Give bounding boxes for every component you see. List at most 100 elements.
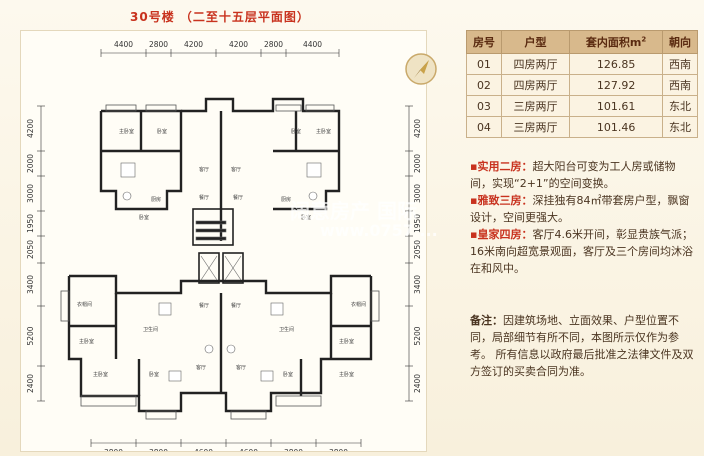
dimension-label: 5200 (413, 326, 422, 345)
cell-type: 三房两厅 (500, 116, 571, 138)
table-header-row: 房号 户型 套内面积m2 朝向 (466, 30, 698, 54)
floor-plan-drawing: 4400 2800 4200 4200 2800 4400 3800 3800 4600 4600… (26, 40, 422, 451)
room-label: 主卧室 (339, 371, 354, 378)
dimension-label: 4200 (413, 119, 422, 138)
area-unit-sup: 2 (641, 35, 647, 44)
dimension-label: 3000 (413, 184, 422, 203)
feature-item: ▪皇家四房：客厅4.6米开间，彰显贵族气派；16米南向超宽景观面，客厅及三个房间… (470, 226, 696, 277)
dimension-label: 3800 (149, 448, 168, 451)
dimension-label: 3800 (284, 448, 303, 451)
fixtures (120, 162, 322, 382)
room-label: 卧室 (301, 214, 311, 221)
dimension-label: 1950 (413, 214, 422, 233)
room-label: 餐厅 (199, 302, 209, 309)
feature-label: ▪皇家四房： (470, 228, 533, 241)
cell-direction: 东北 (662, 116, 698, 138)
feature-list: ▪实用二房：超大阳台可变为工人房或储物间，实现“2+1”的空间变换。 ▪雅致三房… (470, 158, 696, 277)
cell-direction: 西南 (662, 53, 698, 75)
room-label: 客厅 (199, 166, 209, 173)
cell-type: 三房两厅 (500, 95, 571, 117)
room-label: 主卧室 (316, 128, 331, 135)
col-header-direction: 朝向 (662, 30, 698, 54)
page-title: 30号楼 （二至十五层平面图） (130, 10, 310, 24)
room-label: 卧室 (139, 214, 149, 221)
room-label: 厨房 (281, 196, 291, 203)
room-label: 主卧室 (119, 128, 134, 135)
cell-type: 四房两厅 (500, 74, 571, 96)
room-label: 主卧室 (93, 371, 108, 378)
feature-label: ▪实用二房： (470, 160, 533, 173)
feature-label: ▪雅致三房： (470, 194, 533, 207)
room-label: 衣帽间 (351, 301, 366, 308)
col-header-type: 户型 (500, 30, 571, 54)
room-label: 主卧室 (79, 338, 94, 345)
unit-table: 房号 户型 套内面积m2 朝向 01 四房两厅 126.85 西南 02 四房两… (466, 30, 698, 138)
wall-outline (67, 97, 373, 413)
cell-direction: 西南 (662, 74, 698, 96)
dimension-label: 3800 (329, 448, 348, 451)
col-header-no: 房号 (466, 30, 502, 54)
dimension-label: 3400 (26, 275, 35, 294)
dimension-label: 2400 (26, 374, 35, 393)
dimension-label: 4600 (194, 448, 213, 451)
dimension-label: 4200 (184, 40, 203, 49)
room-label: 卧室 (149, 371, 159, 378)
north-arrow-icon (405, 53, 437, 85)
dimension-label: 3400 (413, 275, 422, 294)
room-label: 主卧室 (339, 338, 354, 345)
cell-type: 四房两厅 (500, 53, 571, 75)
dimension-label: 2000 (413, 154, 422, 173)
dimension-label: 4200 (26, 119, 35, 138)
feature-text: 深挂独有84㎡带套房户型，飘窗设计，空间更强大。 (470, 194, 690, 224)
disclaimer-note: 备注：因建筑场地、立面效果、户型位置不同，局部细节有所不同，本图所示仅作为参考。… (470, 312, 696, 380)
window-lines (60, 104, 380, 420)
room-label: 衣帽间 (77, 301, 92, 308)
cell-no: 04 (466, 116, 502, 138)
cell-area: 127.92 (569, 74, 664, 96)
dimension-label: 5200 (26, 326, 35, 345)
table-row: 03 三房两厅 101.61 东北 (466, 95, 698, 117)
dimension-label: 2400 (413, 374, 422, 393)
note-label: 备注： (470, 314, 503, 327)
table-row: 04 三房两厅 101.46 东北 (466, 116, 698, 138)
col-header-area-label: 套内面积m (585, 36, 642, 49)
feature-text: 超大阳台可变为工人房或储物间，实现“2+1”的空间变换。 (470, 160, 676, 190)
cell-area: 101.46 (569, 116, 664, 138)
dimension-label: 1950 (26, 214, 35, 233)
dimension-label: 2050 (413, 240, 422, 259)
cell-no: 01 (466, 53, 502, 75)
room-labels: 主卧室 卧室 卧室 主卧室 客厅 客厅 餐厅 餐厅 卧室 卧室 厨房 厨房 衣帽… (77, 128, 366, 378)
table-row: 02 四房两厅 127.92 西南 (466, 74, 698, 96)
cell-area: 126.85 (569, 53, 664, 75)
dimension-label: 4400 (303, 40, 322, 49)
dimension-label: 2800 (149, 40, 168, 49)
table-row: 01 四房两厅 126.85 西南 (466, 53, 698, 75)
room-label: 餐厅 (231, 302, 241, 309)
cell-no: 02 (466, 74, 502, 96)
cell-no: 03 (466, 95, 502, 117)
room-label: 卫生间 (279, 326, 294, 333)
room-label: 卧室 (291, 128, 301, 135)
room-label: 厨房 (151, 196, 161, 203)
dimension-label: 4600 (239, 448, 258, 451)
dimension-lines (37, 49, 413, 447)
room-label: 餐厅 (199, 194, 209, 201)
dimension-label: 4400 (114, 40, 133, 49)
dimension-label: 2050 (26, 240, 35, 259)
col-header-area: 套内面积m2 (569, 30, 664, 54)
room-label: 客厅 (236, 364, 246, 371)
dimension-label: 3800 (104, 448, 123, 451)
cell-direction: 东北 (662, 95, 698, 117)
feature-item: ▪雅致三房：深挂独有84㎡带套房户型，飘窗设计，空间更强大。 (470, 192, 696, 226)
dimension-label: 3000 (26, 184, 35, 203)
floor-plan: 4400 2800 4200 4200 2800 4400 3800 3800 4600 4600… (20, 30, 427, 452)
dimension-label: 4200 (229, 40, 248, 49)
dimension-label: 2800 (264, 40, 283, 49)
room-label: 餐厅 (233, 194, 243, 201)
note-text: 因建筑场地、立面效果、户型位置不同，局部细节有所不同，本图所示仅作为参考。 所有… (470, 314, 694, 378)
room-label: 客厅 (196, 364, 206, 371)
feature-item: ▪实用二房：超大阳台可变为工人房或储物间，实现“2+1”的空间变换。 (470, 158, 696, 192)
dimension-label: 2000 (26, 154, 35, 173)
room-label: 卫生间 (143, 326, 158, 333)
